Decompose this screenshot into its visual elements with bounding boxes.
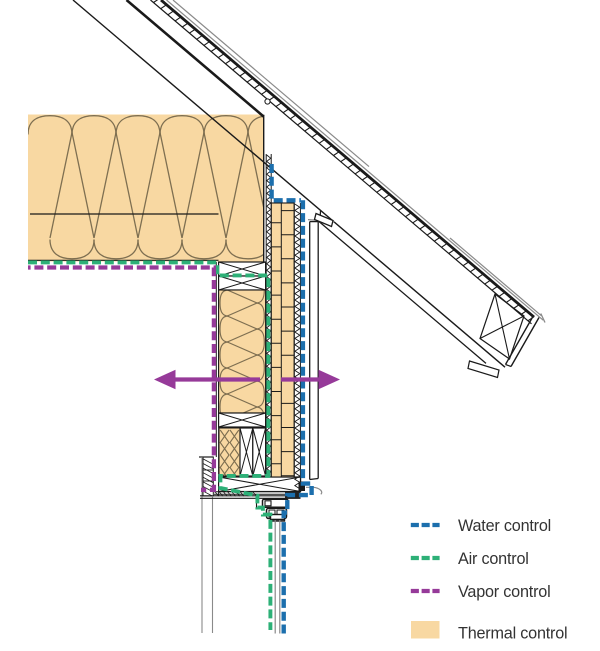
svg-text:Thermal control: Thermal control bbox=[458, 625, 567, 643]
svg-text:Water control: Water control bbox=[458, 517, 551, 535]
svg-text:Vapor control: Vapor control bbox=[458, 583, 550, 601]
svg-text:Air control: Air control bbox=[458, 550, 529, 568]
